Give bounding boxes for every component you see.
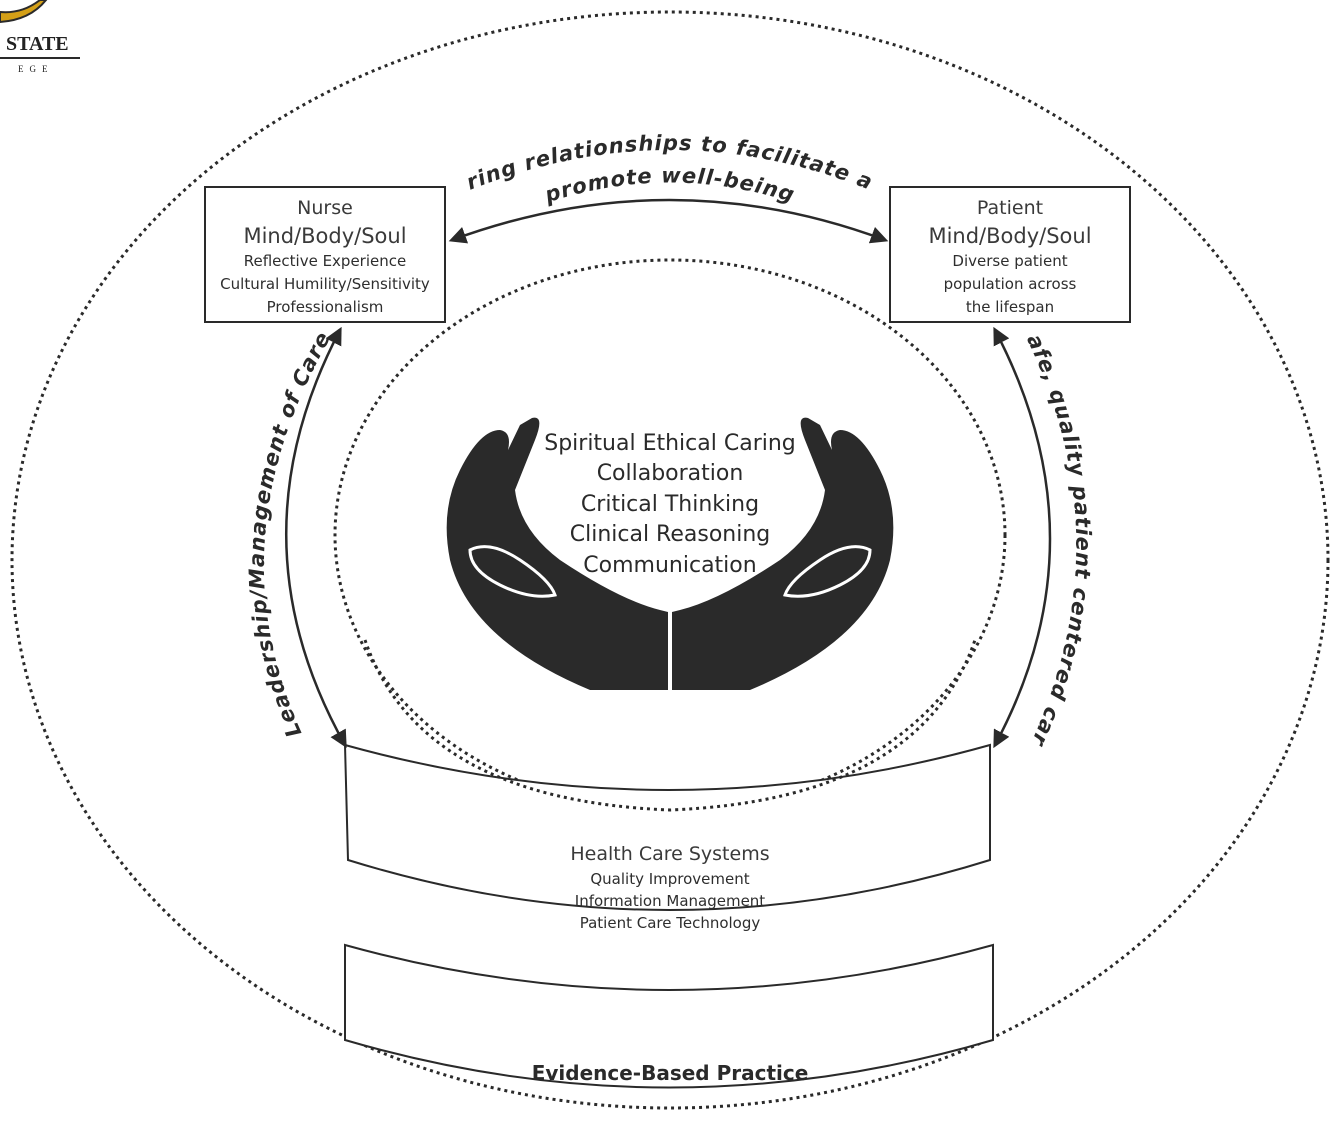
- left-arc-label: Leadership/Management of Care: [245, 327, 336, 741]
- top-arc-label: Caring relationships to facilitate and: [0, 0, 877, 195]
- patient-subtitle: Mind/Body/Soul: [928, 224, 1091, 248]
- nurse-title: Nurse: [297, 197, 353, 219]
- patient-line-2: population across: [944, 275, 1077, 293]
- hcs-line-1: Quality Improvement: [590, 870, 749, 888]
- nurse-subtitle: Mind/Body/Soul: [243, 224, 406, 248]
- left-double-arrow: [285, 326, 347, 749]
- logo-word: STATE: [6, 33, 69, 55]
- logo-swoosh-icon: [0, 0, 48, 24]
- center-line-3: Critical Thinking: [581, 492, 759, 517]
- cupped-hands-icon: [446, 417, 894, 690]
- nurse-line-3: Professionalism: [267, 298, 384, 316]
- nurse-box: [204, 186, 446, 323]
- health-care-systems-title: Health Care Systems: [570, 843, 769, 865]
- top-double-arrow: [448, 198, 889, 244]
- logo-subword: EGE: [18, 64, 54, 74]
- hcs-line-3: Patient Care Technology: [580, 914, 761, 932]
- health-care-systems-box: [343, 743, 991, 911]
- nurse-line-2: Cultural Humility/Sensitivity: [220, 275, 430, 293]
- patient-line-3: the lifespan: [966, 298, 1054, 316]
- college-logo: STATE EGE: [0, 0, 80, 74]
- evidence-based-practice-box: [344, 943, 994, 1089]
- inner-ellipse-bottom-segment: [363, 639, 977, 812]
- center-line-1: Spiritual Ethical Caring: [544, 431, 796, 456]
- patient-line-1: Diverse patient: [952, 252, 1067, 270]
- nurse-line-1: Reflective Experience: [244, 252, 406, 270]
- hcs-line-2: Information Management: [575, 892, 766, 910]
- outer-dotted-ellipse: [10, 10, 1330, 1110]
- evidence-based-practice-label: Evidence-Based Practice: [532, 1061, 809, 1085]
- patient-title: Patient: [977, 197, 1043, 219]
- right-double-arrow: [993, 326, 1052, 749]
- center-line-5: Communication: [583, 553, 756, 578]
- patient-box: [889, 186, 1131, 323]
- center-line-2: Collaboration: [597, 461, 744, 486]
- center-line-4: Clinical Reasoning: [570, 522, 771, 547]
